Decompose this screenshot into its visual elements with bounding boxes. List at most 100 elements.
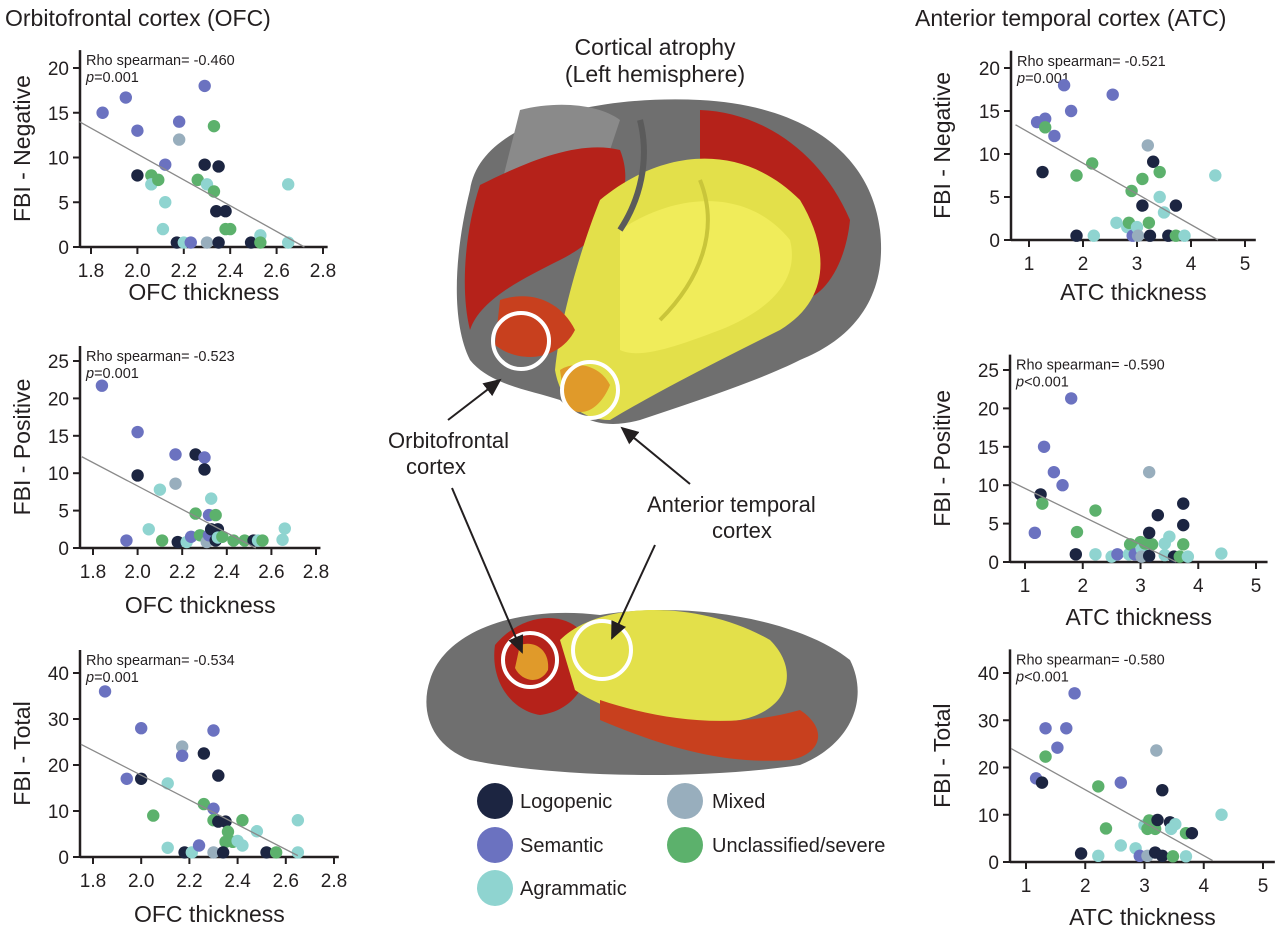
data-point — [1163, 530, 1176, 543]
data-point — [1036, 497, 1049, 510]
regression-line — [1015, 124, 1219, 241]
legend: Logopenic Semantic Agrammatic Mixed Uncl… — [477, 783, 885, 906]
x-tick-label: 2 — [1077, 576, 1088, 597]
x-axis-label: OFC thickness — [125, 592, 276, 618]
data-point — [1185, 826, 1199, 840]
data-point — [216, 530, 229, 543]
x-tick-label: 1.8 — [78, 261, 104, 282]
data-point — [1142, 549, 1156, 563]
rho-label: Rho spearman= -0.521 — [1017, 54, 1166, 70]
ventral-brain-image — [426, 610, 858, 776]
data-point — [191, 173, 204, 187]
data-point — [1179, 850, 1193, 863]
data-point — [1099, 822, 1113, 835]
data-point — [161, 841, 174, 854]
x-tick-label: 2.6 — [258, 562, 284, 583]
y-axis-label: FBI - Negative — [9, 75, 35, 222]
data-point — [98, 685, 112, 698]
p-value-label: p=0.001 — [85, 70, 139, 86]
y-tick-label: 10 — [48, 464, 69, 485]
y-tick-label: 15 — [978, 438, 999, 459]
data-point — [260, 846, 273, 859]
p-symbol: p — [1015, 375, 1024, 391]
ofc-arrow-top — [447, 378, 502, 421]
data-point — [1169, 199, 1183, 212]
data-point — [95, 379, 109, 392]
p-value: =0.001 — [94, 70, 139, 86]
x-tick-label: 4 — [1186, 254, 1197, 275]
y-axis-label: FBI - Total — [9, 701, 35, 805]
data-point — [171, 535, 184, 549]
y-axis-label: FBI - Total — [929, 703, 955, 807]
y-tick-label: 0 — [988, 853, 999, 874]
data-point — [1068, 687, 1081, 700]
data-point — [209, 508, 222, 522]
p-value-label: p=0.001 — [85, 670, 139, 686]
data-point — [1110, 216, 1123, 229]
data-point — [210, 205, 223, 218]
x-tick-label: 2 — [1080, 876, 1091, 897]
data-point — [159, 196, 172, 209]
rho-label: Rho spearman= -0.580 — [1016, 652, 1165, 668]
data-point — [1069, 548, 1083, 561]
data-point — [1153, 165, 1166, 179]
data-point — [131, 425, 144, 439]
data-point — [131, 124, 144, 137]
data-point — [224, 222, 237, 236]
data-point — [120, 772, 133, 785]
p-value-label: p<0.001 — [1015, 375, 1069, 391]
y-tick-label: 30 — [48, 710, 69, 731]
atc-annotation-line1: Anterior temporal — [647, 492, 816, 517]
data-point — [1156, 849, 1169, 863]
data-point — [276, 533, 289, 546]
data-point — [256, 534, 269, 547]
p-symbol: p — [85, 366, 94, 382]
data-point — [1177, 518, 1190, 532]
x-tick-label: 2.0 — [124, 261, 150, 282]
ofc-annotation-line2: cortex — [406, 454, 466, 479]
y-tick-label: 10 — [48, 802, 69, 823]
x-tick-label: 3 — [1135, 576, 1146, 597]
y-tick-label: 20 — [48, 756, 69, 777]
data-point — [131, 169, 144, 182]
y-tick-label: 10 — [48, 149, 69, 170]
data-point — [244, 236, 258, 249]
legend-swatch-logopenic — [477, 783, 513, 819]
data-point — [1057, 79, 1071, 92]
x-tick-label: 2.0 — [128, 871, 154, 892]
data-point — [156, 222, 170, 236]
x-axis-label: ATC thickness — [1065, 604, 1212, 630]
data-point — [1111, 548, 1124, 561]
y-axis-label: FBI - Negative — [929, 72, 955, 219]
x-tick-label: 2.2 — [171, 261, 197, 282]
data-point — [198, 463, 211, 476]
x-axis-label: ATC thickness — [1060, 279, 1207, 305]
x-tick-label: 5 — [1251, 576, 1262, 597]
data-point — [1145, 538, 1159, 551]
right-panel-title: Anterior temporal cortex (ATC) — [915, 5, 1226, 31]
x-tick-label: 3 — [1139, 876, 1150, 897]
data-point — [1141, 139, 1155, 152]
data-point — [1177, 538, 1190, 551]
data-point — [1177, 497, 1190, 510]
data-point — [184, 236, 197, 249]
p-value-label: p=0.001 — [85, 366, 139, 382]
p-symbol: p — [85, 70, 94, 86]
x-tick-label: 2.4 — [214, 562, 241, 583]
x-axis-label: OFC thickness — [134, 901, 285, 927]
p-value: <0.001 — [1024, 375, 1069, 391]
data-point — [204, 492, 218, 505]
p-symbol: p — [85, 670, 94, 686]
y-tick-label: 30 — [978, 711, 999, 732]
data-point — [207, 119, 221, 133]
atc-highlight-circle — [560, 360, 620, 420]
data-point — [119, 91, 132, 104]
rho-label: Rho spearman= -0.460 — [86, 53, 235, 69]
left-panel-title: Orbitofrontal cortex (OFC) — [5, 5, 271, 31]
y-tick-label: 25 — [48, 352, 69, 373]
x-tick-label: 2.8 — [310, 261, 336, 282]
x-tick-label: 2.8 — [321, 871, 347, 892]
ofc-highlight-circle — [491, 311, 551, 371]
